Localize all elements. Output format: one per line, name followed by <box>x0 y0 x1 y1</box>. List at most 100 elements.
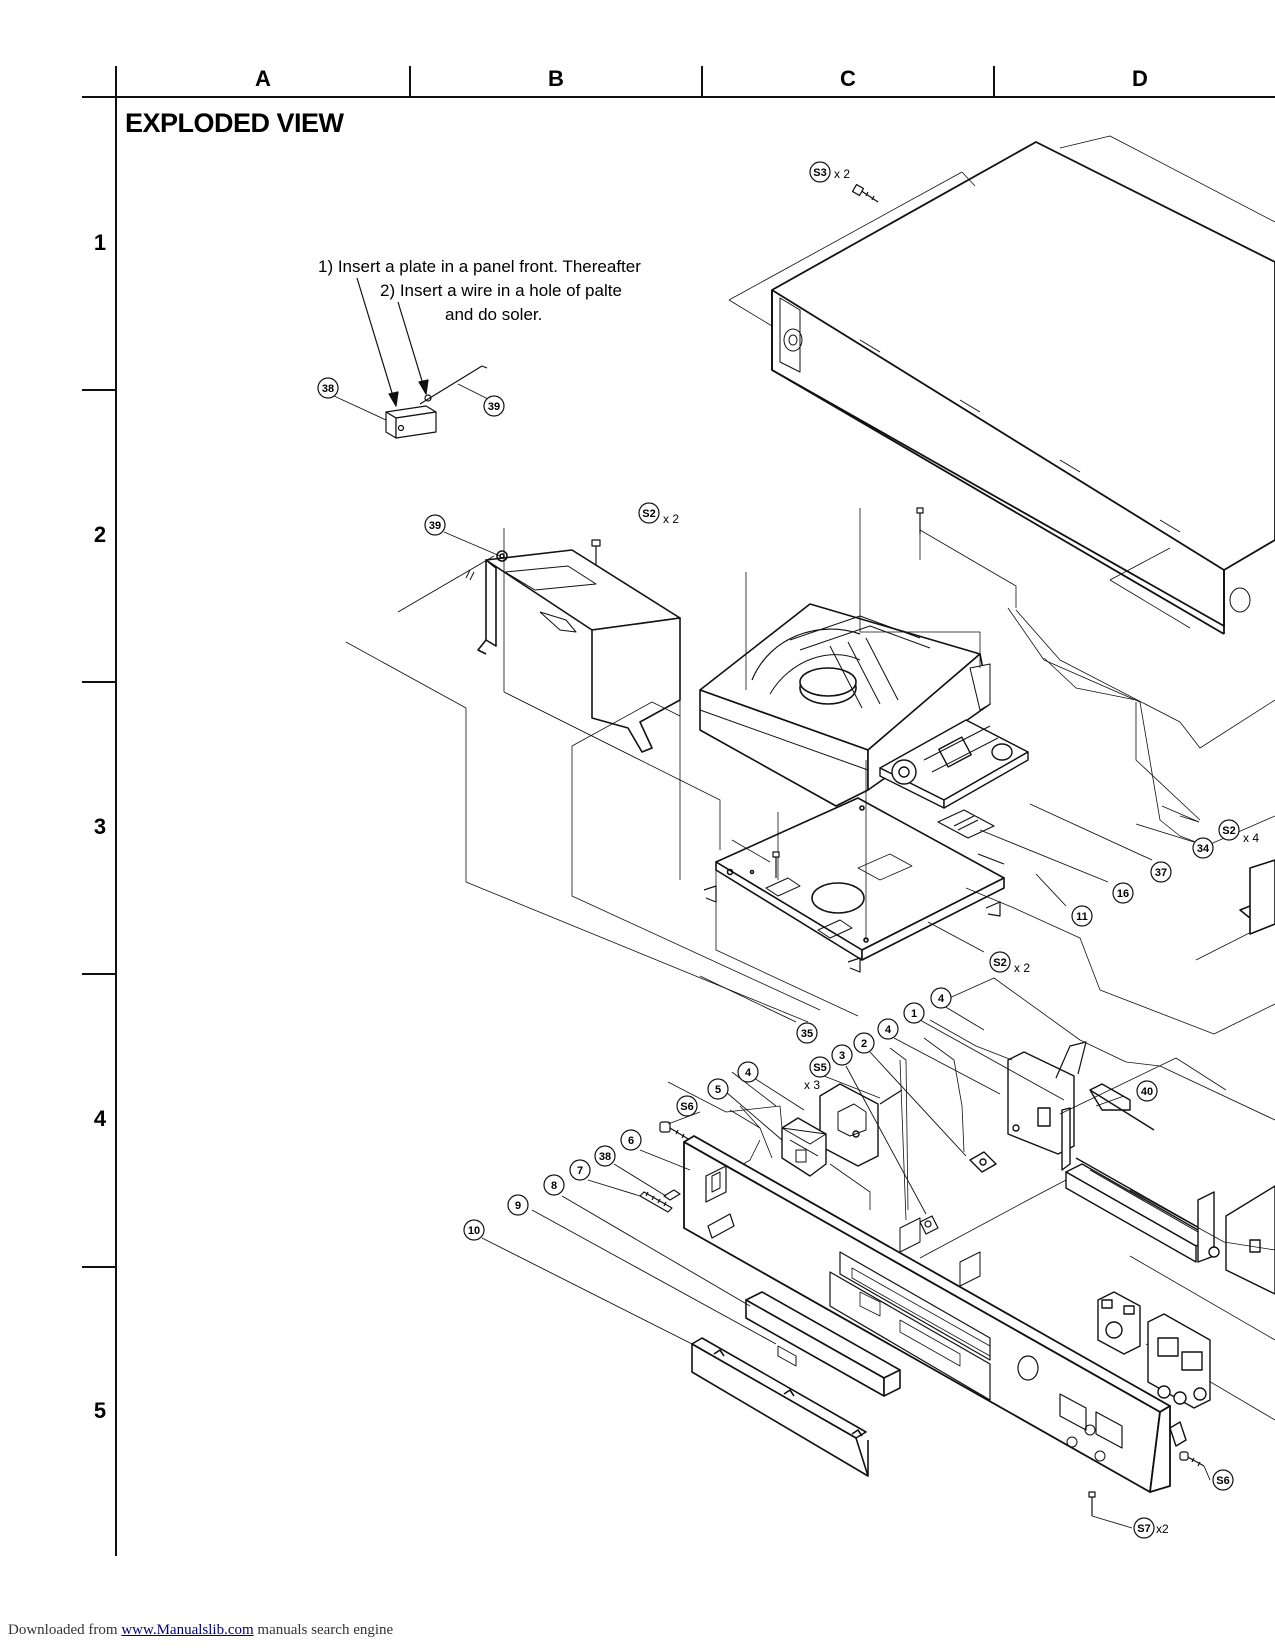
svg-text:7: 7 <box>577 1165 583 1177</box>
cover-guide-lines <box>728 135 1275 629</box>
svg-text:x 3: x 3 <box>804 1078 820 1092</box>
callout-10: 10 <box>463 1219 485 1241</box>
wire-detail <box>419 365 488 405</box>
small-board-s5 <box>819 1083 903 1167</box>
screw-s6-left <box>659 1121 691 1141</box>
callout-s3: S3 x 2 <box>809 161 850 183</box>
svg-text:9: 9 <box>515 1200 521 1212</box>
svg-text:16: 16 <box>1117 888 1129 900</box>
screw-mech <box>916 507 924 534</box>
screw-s6-right <box>1179 1451 1205 1467</box>
callout-3: 3 <box>831 1044 853 1066</box>
display-window <box>691 1337 869 1477</box>
footer-suffix: manuals search engine <box>257 1622 394 1638</box>
callouts: S3 x 2 38 39 39 S2 x 2 S2 x 4 3 4 <box>317 161 1259 1539</box>
svg-text:10: 10 <box>468 1225 480 1237</box>
note-line-2: 2) Insert a wire in a hole of palte <box>380 281 622 300</box>
svg-text:x 2: x 2 <box>834 167 850 181</box>
svg-text:S2: S2 <box>993 957 1006 969</box>
svg-text:35: 35 <box>801 1028 813 1040</box>
svg-text:40: 40 <box>1141 1086 1153 1098</box>
row-label-1: 1 <box>94 230 106 255</box>
side-bracket-right <box>1239 859 1275 935</box>
screw-s3 <box>851 183 879 203</box>
front-panel <box>683 1135 1171 1493</box>
footer: Downloaded from www.Manualslib.com manua… <box>8 1622 393 1639</box>
knob-assembly-2 <box>1147 1313 1211 1409</box>
column-label-b: B <box>548 66 564 91</box>
strip-bar <box>1065 1157 1220 1263</box>
svg-text:3: 3 <box>839 1050 845 1062</box>
mechanism-guide-lines <box>745 508 1017 690</box>
footer-prefix: Downloaded from <box>8 1622 118 1638</box>
pcb-boards <box>969 1041 1155 1173</box>
svg-text:4: 4 <box>885 1024 892 1036</box>
callout-8: 8 <box>543 1174 565 1196</box>
svg-text:S6: S6 <box>1216 1475 1229 1487</box>
plate-guide-lines <box>715 760 867 1017</box>
row-label-4: 4 <box>94 1106 107 1131</box>
board-right <box>1225 1185 1275 1295</box>
svg-text:4: 4 <box>745 1067 752 1079</box>
screw-s2-top <box>591 539 601 566</box>
column-label-c: C <box>840 66 856 91</box>
switch-block <box>781 1117 827 1177</box>
screw-plate <box>772 851 780 878</box>
note-line-3: and do soler. <box>445 305 542 324</box>
bracket <box>477 549 681 753</box>
parts-drawing <box>333 135 1275 1529</box>
svg-text:38: 38 <box>599 1151 611 1163</box>
callout-s2-x4: S2 x 4 <box>1218 819 1259 845</box>
note-line-1: 1) Insert a plate in a panel front. Ther… <box>318 257 641 276</box>
svg-text:S2: S2 <box>642 508 655 520</box>
callout-4-c: 4 <box>737 1061 759 1083</box>
column-label-a: A <box>255 66 271 91</box>
grid-frame <box>82 66 1275 1556</box>
svg-text:S5: S5 <box>813 1062 826 1074</box>
top-cover <box>771 141 1275 635</box>
row-label-2: 2 <box>94 522 106 547</box>
callout-35: 35 <box>796 1022 818 1044</box>
small-tab <box>663 1189 681 1201</box>
svg-text:x 4: x 4 <box>1243 831 1259 845</box>
svg-text:S6: S6 <box>680 1101 693 1113</box>
callout-16: 16 <box>1112 882 1134 904</box>
tray-door <box>745 1291 901 1397</box>
small-clip <box>919 1215 939 1235</box>
chassis-plate <box>703 797 1005 973</box>
panel-guide-lines <box>729 1105 773 1159</box>
dvd-mechanism <box>699 603 991 807</box>
svg-text:39: 39 <box>429 520 441 532</box>
row-label-3: 3 <box>94 814 106 839</box>
svg-text:2: 2 <box>861 1038 867 1050</box>
callout-38-top: 38 <box>317 377 339 399</box>
callout-s2-plate: S2 x 2 <box>989 951 1030 975</box>
callout-4-a: 4 <box>930 987 952 1009</box>
callout-5: 5 <box>707 1078 729 1100</box>
callout-2: 2 <box>853 1032 875 1054</box>
callout-s6-right: S6 <box>1212 1469 1234 1491</box>
svg-text:5: 5 <box>715 1084 721 1096</box>
svg-text:39: 39 <box>488 401 500 413</box>
svg-text:38: 38 <box>322 383 334 395</box>
svg-text:S3: S3 <box>813 167 826 179</box>
callout-s7: S7 x2 <box>1133 1517 1169 1539</box>
footer-link[interactable]: www.Manualslib.com <box>121 1622 254 1638</box>
svg-text:S7: S7 <box>1137 1523 1150 1535</box>
pickup-unit <box>879 719 1029 809</box>
pcb-guide-lines <box>889 1019 1275 1421</box>
callout-s6-left: S6 <box>676 1095 698 1117</box>
callout-4-b: 4 <box>877 1018 899 1040</box>
svg-text:8: 8 <box>551 1180 557 1192</box>
callout-7: 7 <box>569 1159 591 1181</box>
svg-text:x2: x2 <box>1156 1522 1169 1536</box>
svg-text:x 2: x 2 <box>1014 961 1030 975</box>
callout-37: 37 <box>1150 861 1172 883</box>
svg-text:6: 6 <box>628 1135 634 1147</box>
svg-text:4: 4 <box>938 993 945 1005</box>
page-title: EXPLODED VIEW <box>125 108 345 138</box>
callout-40: 40 <box>1136 1080 1158 1102</box>
screw-s7 <box>1088 1491 1096 1516</box>
svg-text:1: 1 <box>911 1008 917 1020</box>
